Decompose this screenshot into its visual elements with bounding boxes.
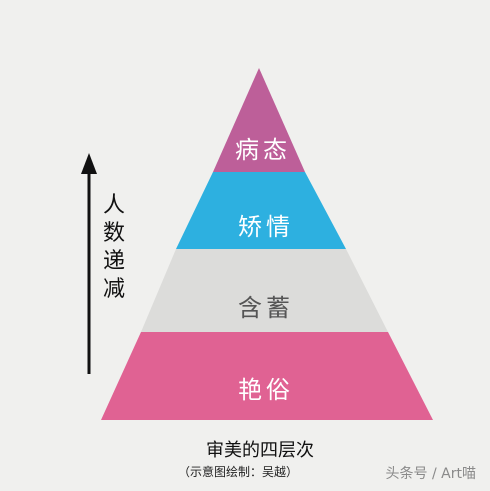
diagram-subcaption: （示意图绘制：吴越） [178,465,299,479]
arrow-label-char: 数 [102,221,125,246]
arrow-up-icon [81,153,97,174]
arrow-label-char: 人 [102,193,125,218]
arrow-label: 人 数 递 减 [101,192,127,304]
tier-affected [176,172,346,249]
tier-subtle [141,249,388,332]
watermark: 头条号 / Art喵 [385,466,476,482]
tier-pathological [213,68,305,172]
diagram-caption: 审美的四层次 [206,440,314,461]
tier-label-affected: 矫情 [238,213,294,241]
tier-label-vulgar: 艳俗 [238,376,294,404]
arrow-label-char: 减 [102,277,125,302]
tier-label-subtle: 含蓄 [238,294,294,322]
arrow-label-char: 递 [102,249,125,274]
tier-label-pathological: 病态 [235,136,291,164]
tier-vulgar [101,332,433,420]
